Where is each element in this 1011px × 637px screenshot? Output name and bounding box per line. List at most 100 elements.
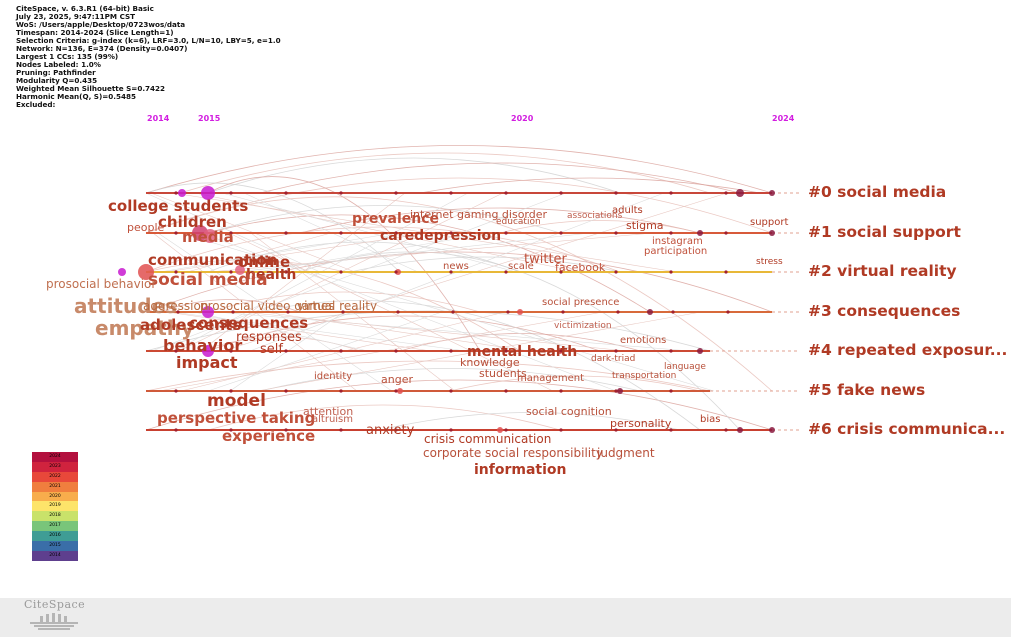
keyword-node[interactable]	[235, 265, 245, 275]
keyword-label[interactable]: empathy	[95, 316, 195, 340]
keyword-label[interactable]: instagram	[652, 236, 703, 247]
keyword-label[interactable]: online	[238, 253, 291, 271]
keyword-label[interactable]: attitudes	[74, 294, 178, 318]
info-line: Selection Criteria: g-index (k=6), LRF=3…	[16, 36, 281, 45]
timeline-tick	[449, 389, 453, 393]
keyword-node[interactable]	[517, 309, 523, 315]
keyword-label[interactable]: prevalence	[352, 211, 440, 227]
keyword-label[interactable]: model	[207, 391, 266, 411]
cluster-label[interactable]: #2 virtual reality	[808, 262, 957, 280]
keyword-label[interactable]: prosocial behavior	[46, 277, 157, 291]
keyword-label[interactable]: identity	[314, 371, 353, 382]
keyword-label[interactable]: anger	[381, 373, 413, 386]
keyword-label[interactable]: anxiety	[366, 423, 415, 438]
keyword-label[interactable]: communication	[148, 251, 278, 269]
keyword-label[interactable]: media	[182, 228, 234, 246]
keyword-node[interactable]	[737, 427, 743, 433]
keyword-label[interactable]: management	[517, 373, 584, 384]
keyword-node[interactable]	[118, 268, 126, 276]
keyword-node[interactable]	[178, 189, 186, 197]
keyword-label[interactable]: victimization	[554, 321, 612, 331]
keyword-node[interactable]	[769, 427, 775, 433]
keyword-label[interactable]: behavior	[163, 336, 243, 355]
keyword-label[interactable]: internet gaming disorder	[410, 208, 548, 221]
timeline-tick	[394, 191, 398, 195]
timeline-tick	[284, 428, 288, 432]
keyword-label[interactable]: social presence	[542, 297, 620, 308]
keyword-node[interactable]	[202, 306, 214, 318]
keyword-label[interactable]: adolescents	[140, 316, 242, 334]
cluster-label[interactable]: #5 fake news	[808, 381, 926, 399]
keyword-label[interactable]: knowledge	[460, 356, 520, 369]
keyword-label[interactable]: mental health	[467, 344, 578, 360]
keyword-node[interactable]	[138, 264, 154, 280]
cluster-label[interactable]: #6 crisis communica...	[808, 420, 1006, 438]
keyword-node[interactable]	[736, 189, 744, 197]
keyword-label[interactable]: health	[246, 267, 297, 283]
keyword-node[interactable]	[203, 229, 217, 243]
keyword-label[interactable]: social media	[148, 270, 268, 290]
keyword-label[interactable]: virtual reality	[297, 299, 378, 313]
keyword-label[interactable]: caredepression	[380, 228, 502, 244]
keyword-label[interactable]: news	[443, 261, 469, 272]
keyword-label[interactable]: children	[158, 213, 227, 231]
cluster-label[interactable]: #4 repeated exposur...	[808, 341, 1008, 359]
keyword-label[interactable]: adults	[612, 205, 643, 216]
keyword-node[interactable]	[647, 309, 653, 315]
keyword-label[interactable]: attention	[303, 405, 354, 418]
year-label: 2020	[511, 114, 534, 123]
keyword-label[interactable]: students	[479, 367, 527, 380]
keyword-label[interactable]: judgment	[597, 446, 655, 460]
timeline-tick	[449, 349, 453, 353]
cluster-label[interactable]: #1 social support	[808, 223, 961, 241]
keyword-label[interactable]: crisis communication	[424, 432, 552, 446]
keyword-label[interactable]: twitter	[524, 252, 567, 267]
keyword-label[interactable]: language	[664, 362, 706, 372]
keyword-label[interactable]: consequences	[189, 314, 309, 332]
timeline-tick	[449, 231, 453, 235]
keyword-label[interactable]: self	[260, 342, 283, 357]
keyword-label[interactable]: facebook	[555, 261, 606, 274]
keyword-node[interactable]	[697, 348, 703, 354]
keyword-label[interactable]: people	[127, 221, 165, 234]
keyword-label[interactable]: social cognition	[526, 405, 612, 418]
timeline-tick	[504, 270, 508, 274]
keyword-node[interactable]	[617, 388, 623, 394]
keyword-label[interactable]: personality	[610, 417, 672, 430]
keyword-label[interactable]: emotions	[620, 335, 667, 346]
keyword-label[interactable]: information	[474, 462, 567, 478]
keyword-label[interactable]: support	[750, 217, 789, 228]
keyword-label[interactable]: bias	[700, 414, 721, 425]
keyword-label[interactable]: scale	[508, 261, 534, 272]
keyword-node[interactable]	[769, 190, 775, 196]
info-line: Pruning: Pathfinder	[16, 68, 96, 77]
keyword-label[interactable]: dark-triad	[591, 354, 636, 364]
keyword-label[interactable]: transportation	[612, 371, 677, 381]
keyword-node[interactable]	[697, 230, 703, 236]
keyword-node[interactable]	[397, 388, 403, 394]
timeline-tick	[231, 310, 235, 314]
cluster-label[interactable]: #0 social media	[808, 183, 947, 201]
keyword-label[interactable]: aggression	[143, 299, 209, 313]
keyword-node[interactable]	[769, 230, 775, 236]
keyword-label[interactable]: participation	[644, 246, 708, 257]
keyword-label[interactable]: responses	[236, 330, 302, 345]
timeline-tick	[284, 231, 288, 235]
keyword-node[interactable]	[202, 345, 214, 357]
keyword-label[interactable]: altruism	[312, 414, 354, 425]
keyword-label[interactable]: stigma	[626, 219, 664, 232]
keyword-label[interactable]: associations	[567, 211, 623, 221]
keyword-label[interactable]: impact	[176, 353, 238, 372]
keyword-label[interactable]: perspective taking	[157, 409, 316, 427]
keyword-label[interactable]: stress	[756, 257, 783, 267]
keyword-label[interactable]: experience	[222, 427, 316, 445]
keyword-label[interactable]: prosocial video games	[200, 299, 335, 313]
keyword-label[interactable]: corporate social responsibility	[423, 446, 603, 460]
keyword-label[interactable]: college students	[108, 197, 249, 215]
timeline-tick	[339, 349, 343, 353]
cluster-label[interactable]: #3 consequences	[808, 302, 961, 320]
keyword-node[interactable]	[497, 427, 503, 433]
keyword-label[interactable]: education	[496, 217, 541, 227]
legend-swatch: 2014	[32, 550, 78, 561]
keyword-node[interactable]	[201, 186, 215, 200]
